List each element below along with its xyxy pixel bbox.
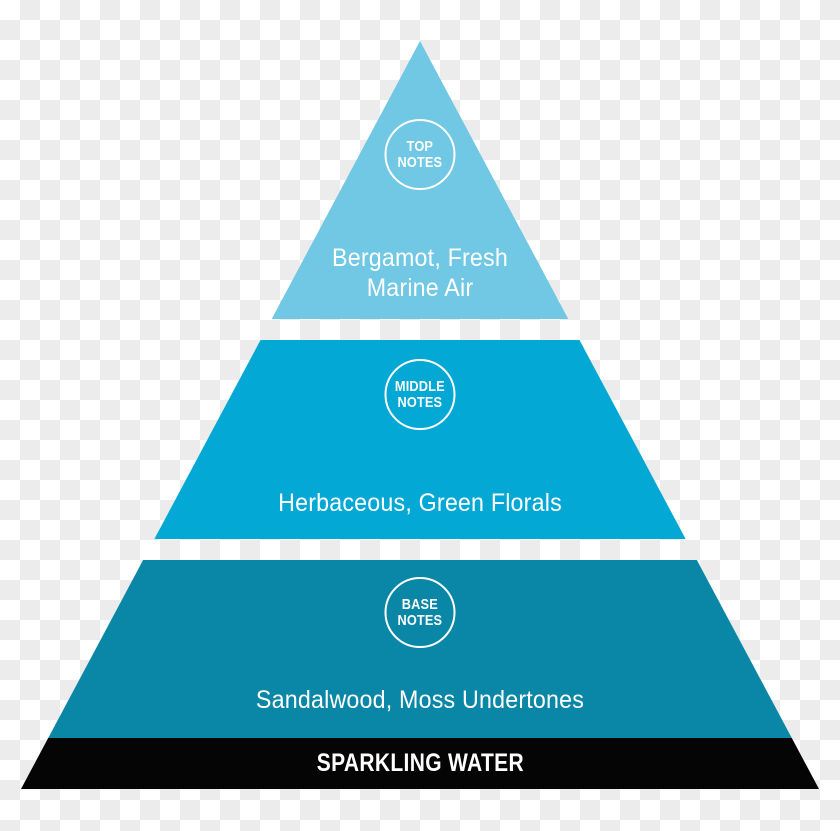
base-notes-badge: BASE NOTES xyxy=(384,577,456,648)
middle-notes-badge: MIDDLE NOTES xyxy=(384,359,456,430)
description-line: Bergamot, Fresh xyxy=(332,244,508,272)
description-line: Herbaceous, Green Florals xyxy=(278,489,562,517)
description-line: Sandalwood, Moss Undertones xyxy=(255,686,585,714)
base-bar-label: SPARKLING WATER xyxy=(316,749,524,777)
badge-line: MIDDLE xyxy=(395,377,445,395)
fragrance-pyramid: SPARKLING WATER TOP NOTES Bergamot, Fres… xyxy=(21,41,819,789)
middle-notes-description: Herbaceous, Green Florals xyxy=(49,488,791,518)
top-notes-description: Bergamot, Fresh Marine Air xyxy=(49,243,791,303)
badge-line: TOP xyxy=(406,137,434,155)
base-notes-badge-label: BASE NOTES xyxy=(397,595,443,629)
description-line: Marine Air xyxy=(366,274,474,302)
middle-notes-badge-label: MIDDLE NOTES xyxy=(395,377,445,411)
badge-line: NOTES xyxy=(397,153,443,171)
badge-line: NOTES xyxy=(397,393,443,411)
top-notes-badge-label: TOP NOTES xyxy=(397,137,443,171)
base-bar: SPARKLING WATER xyxy=(21,738,819,789)
top-notes-badge: TOP NOTES xyxy=(384,119,456,190)
badge-line: BASE xyxy=(401,595,439,613)
base-notes-description: Sandalwood, Moss Undertones xyxy=(49,685,791,715)
badge-line: NOTES xyxy=(397,611,443,629)
